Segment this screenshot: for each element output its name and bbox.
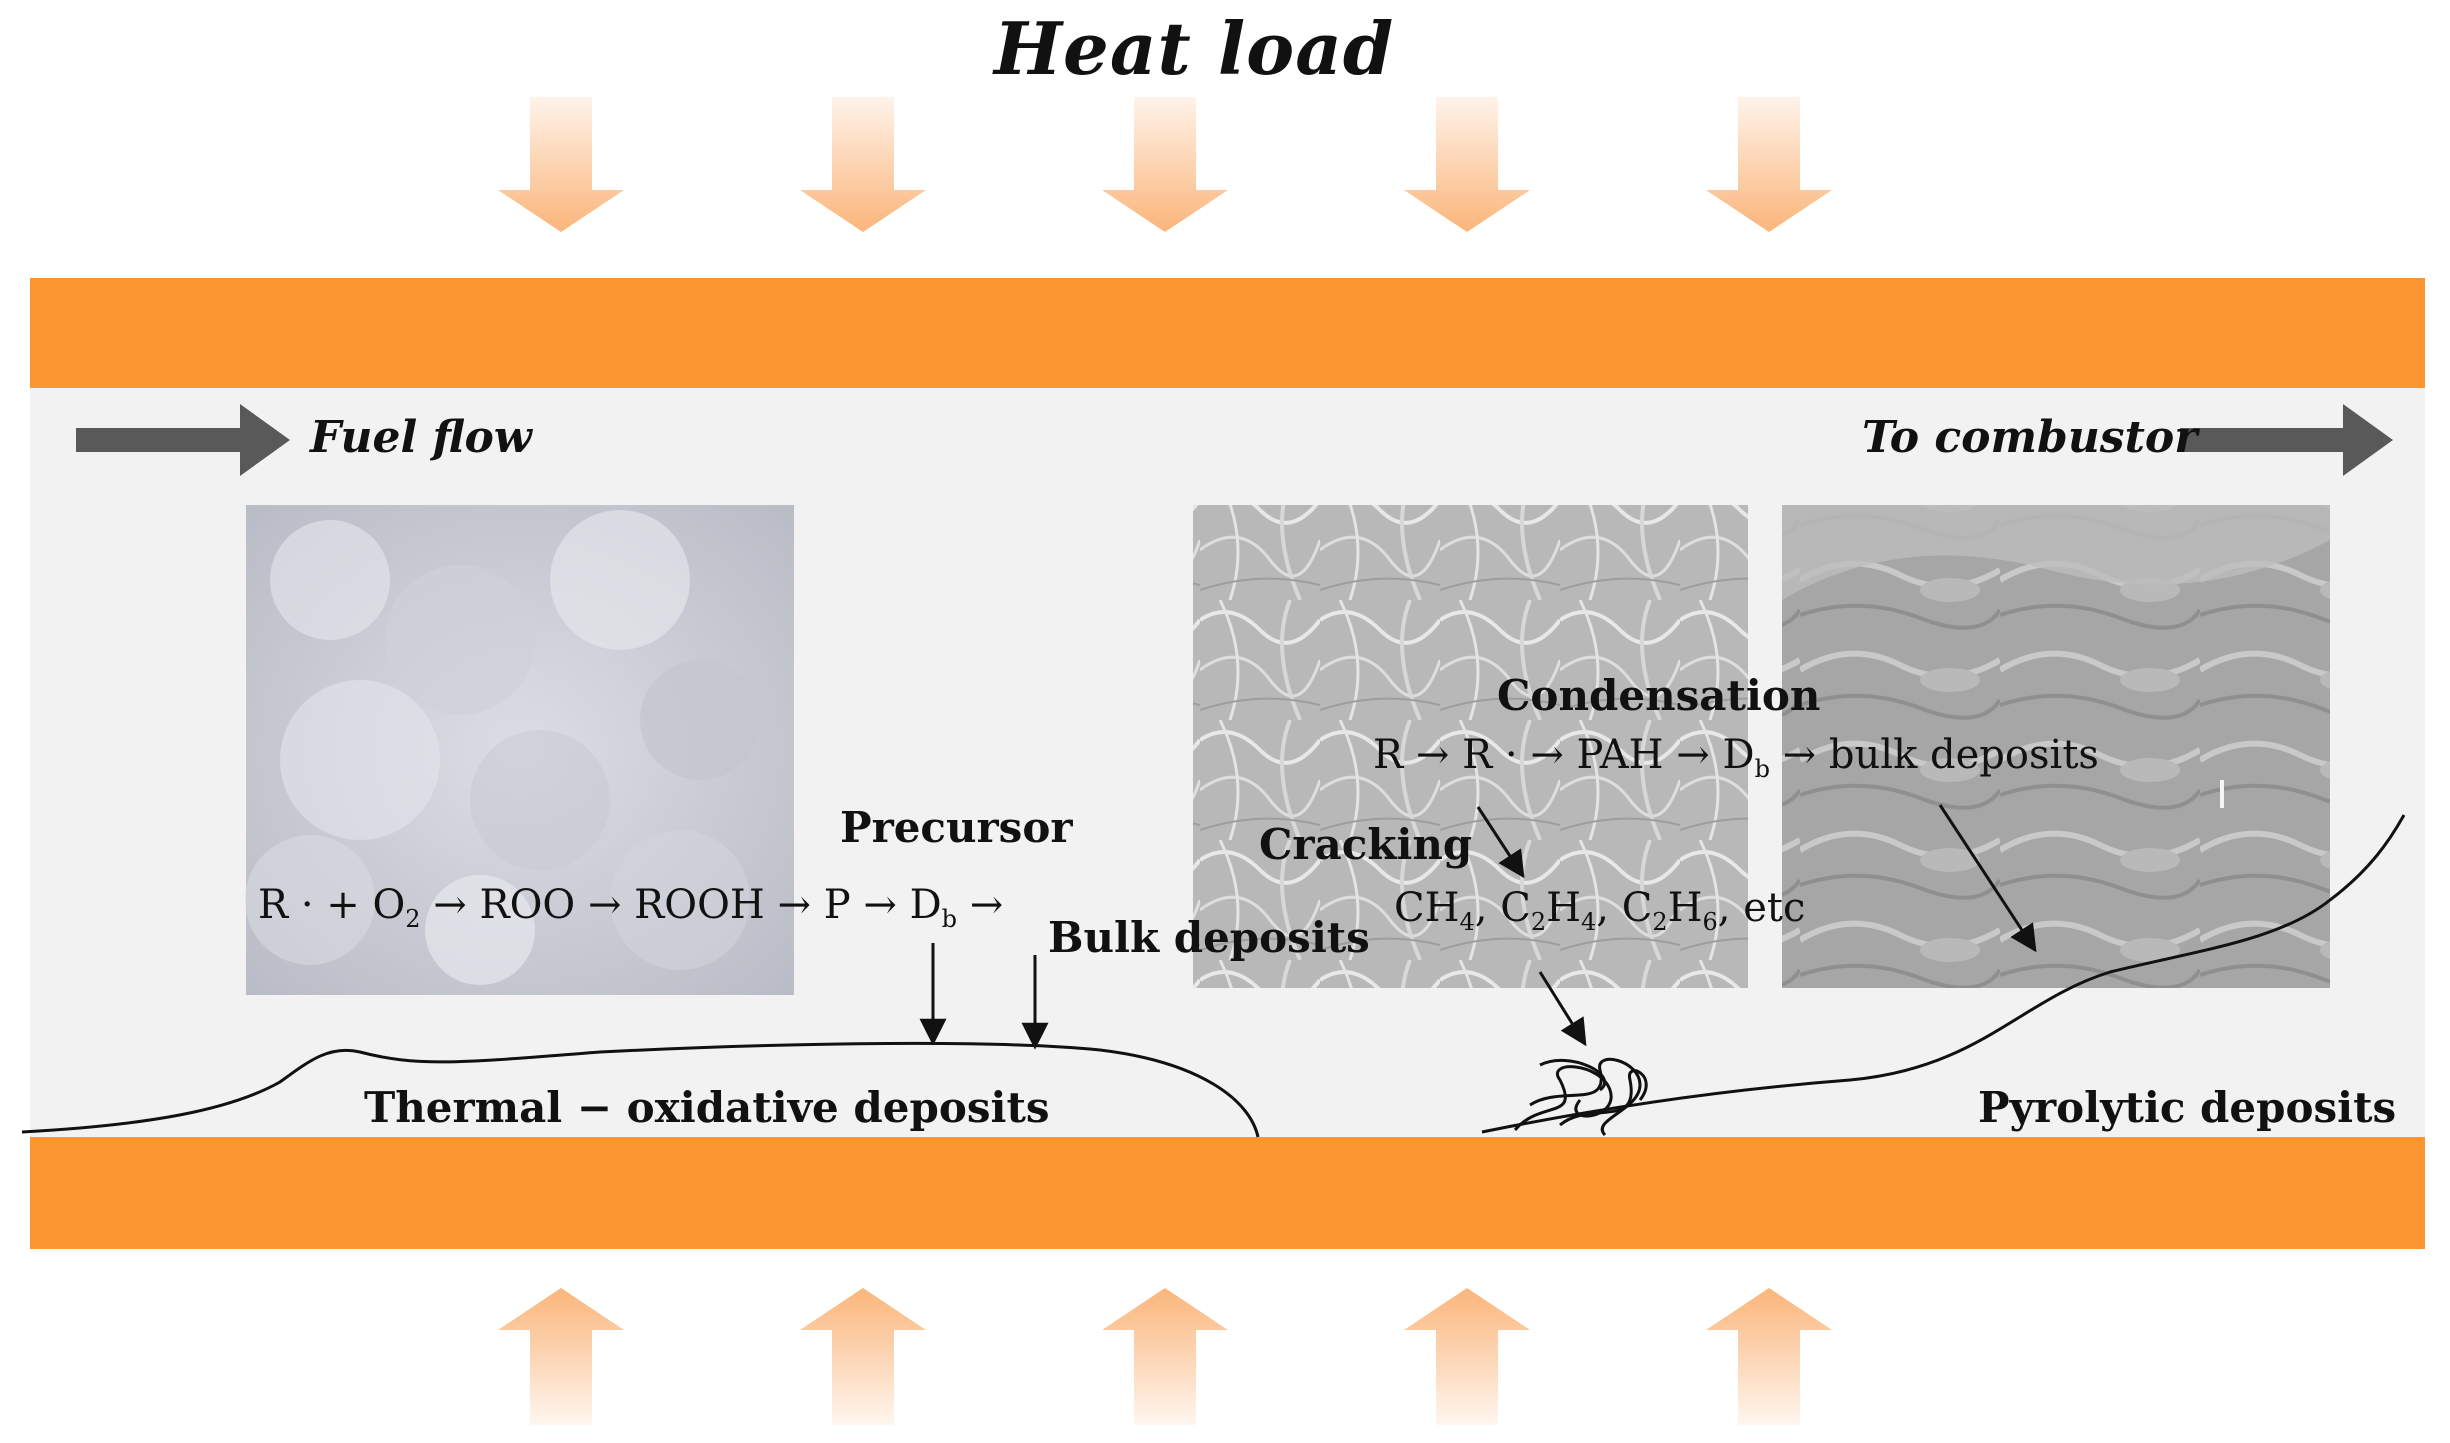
fuel-flow-arrow-icon [76,404,290,476]
thermal-oxidative-deposit-micrograph [245,505,794,995]
micrograph-scale-mark [2220,780,2224,808]
heat-arrow-up-icon [800,1288,926,1425]
heat-arrows-top [498,97,1832,232]
heat-arrow-up-icon [1102,1288,1228,1425]
heat-arrow-up-icon [1404,1288,1530,1425]
heat-arrow-down-icon [1404,97,1530,232]
oxidation-reaction: R · + O2 → ROO → ROOH → P → Db → [258,882,1004,933]
bottom-wall [30,1137,2425,1249]
cracking-products: CH4, C2H4, C2H6, etc [1394,885,1806,936]
heat-arrow-down-icon [800,97,926,232]
thermal-oxidative-deposits-label: Thermal − oxidative deposits [364,1083,1050,1132]
condensation-reaction: R → R · → PAH → Db → bulk deposits [1373,732,2099,783]
heat-arrow-up-icon [1706,1288,1832,1425]
heat-arrow-down-icon [1706,97,1832,232]
fuel-flow-label: Fuel flow [310,412,532,463]
filamentous-carbon-micrograph [1193,505,1748,988]
pyrolytic-carbon-micrograph [1782,505,2330,988]
reaction-arrows [919,804,2037,1050]
precursor-label: Precursor [840,803,1073,852]
heat-arrows-bottom [498,1288,1832,1425]
coke-filament-cluster [1513,1057,1648,1137]
pyrolytic-deposits-label: Pyrolytic deposits [1978,1083,2397,1132]
heat-arrow-down-icon [1102,97,1228,232]
to-combustor-arrow-icon [2180,404,2393,476]
bulk-deposit-arrow-icon [1938,804,2037,953]
heat-arrow-down-icon [498,97,624,232]
heat-arrow-up-icon [498,1288,624,1425]
bulk-deposits-label: Bulk deposits [1048,913,1370,962]
top-wall [30,278,2425,388]
diagram-title: Heat load [994,6,1395,91]
cracking-arrow-icon [1476,806,1525,879]
to-combustor-label: To combustor [1862,412,2198,463]
cracking-deposit-arrow-icon [1538,971,1587,1047]
pyrolytic-deposit-layer [1481,814,2406,1134]
cracking-label: Cracking [1259,820,1473,869]
thermal-oxidative-deposit-layer [21,1041,1260,1138]
condensation-label: Condensation [1497,671,1821,720]
